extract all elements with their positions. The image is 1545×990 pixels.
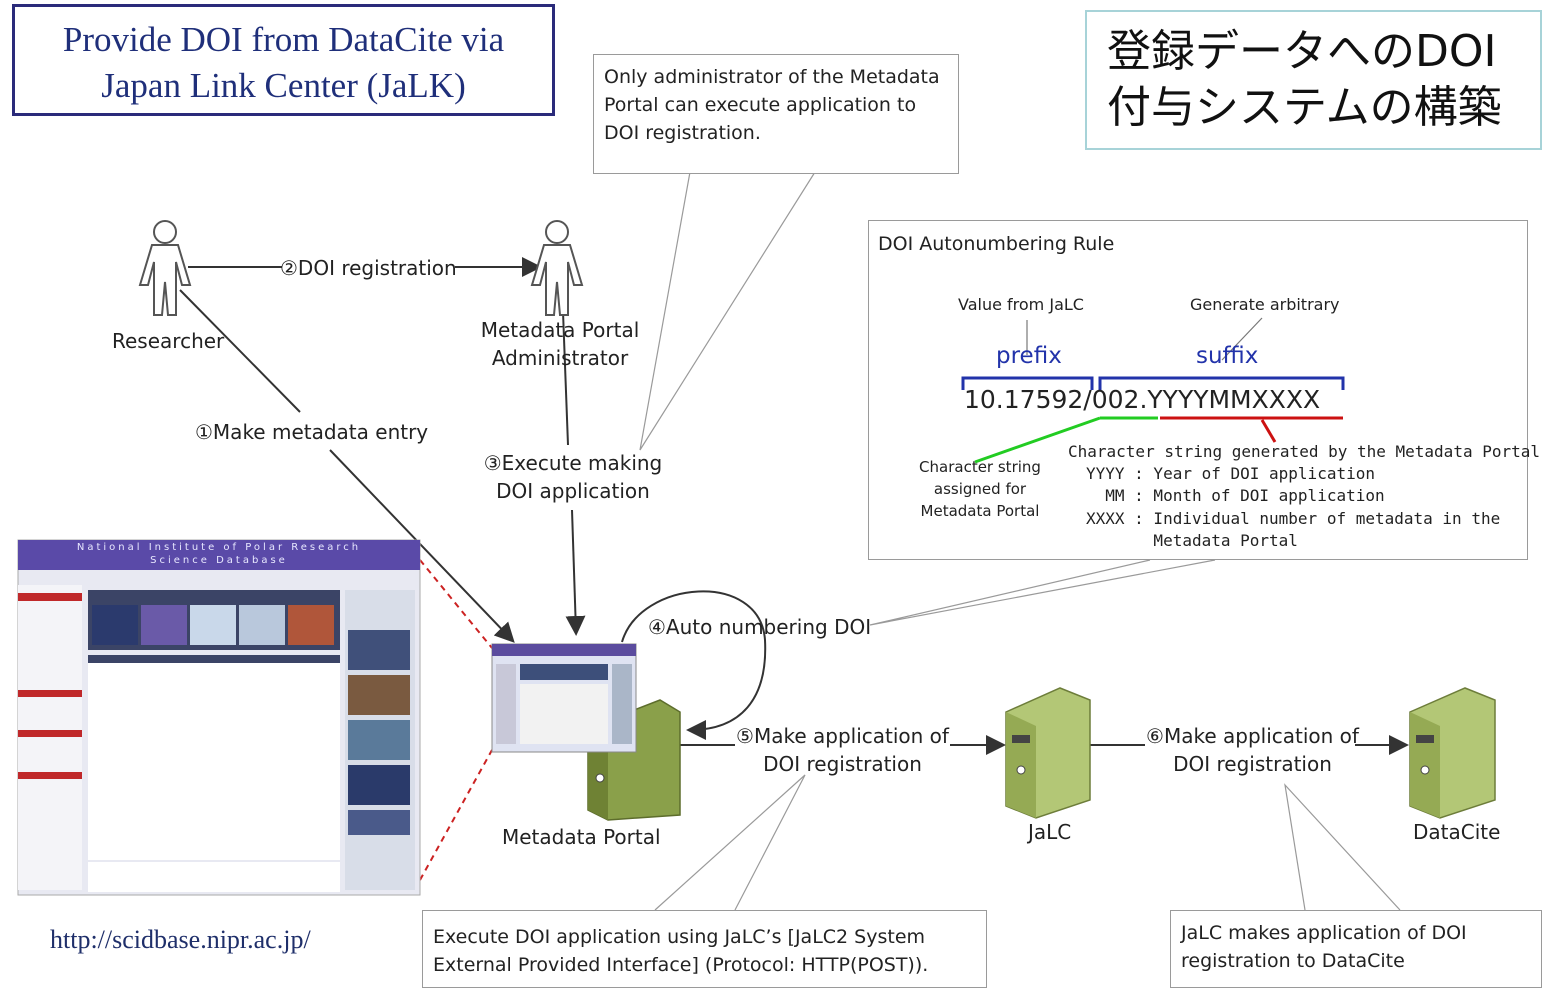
step5-label-line1: ⑤Make application of xyxy=(736,724,949,748)
website-screenshot xyxy=(17,539,421,896)
datacite-server-icon xyxy=(1409,687,1496,819)
japanese-title-line2: 付与システムの構築 xyxy=(1107,82,1502,133)
website-header-line2: Science Database xyxy=(150,555,288,566)
value-from-label: Value from JaLC xyxy=(958,295,1084,314)
suffix-bracket xyxy=(1098,376,1345,390)
step6-label-line2: DOI registration xyxy=(1173,752,1332,776)
zoom-line-bottom xyxy=(419,749,493,881)
portal-url[interactable]: http://scidbase.nipr.ac.jp/ xyxy=(50,925,311,954)
admin-only-line1: Only administrator of the Metadata xyxy=(604,66,940,88)
jalc-callout-pointer xyxy=(1284,783,1401,911)
jalc-datacite-line2: registration to DataCite xyxy=(1181,950,1405,972)
assigned-line3: Metadata Portal xyxy=(920,502,1040,520)
prefix-label: prefix xyxy=(996,343,1062,369)
doi-example: 10.17592/002.YYYYMMXXXX xyxy=(964,386,1320,414)
step3-label-line1: ③Execute making xyxy=(483,451,663,475)
step1-label: ①Make metadata entry xyxy=(195,420,429,444)
assigned-line1: Character string xyxy=(919,458,1041,476)
researcher-label: Researcher xyxy=(112,329,225,353)
mm-definition: MM : Month of DOI application xyxy=(1086,486,1385,505)
jalc-datacite-callout: JaLC makes application of DOI registrati… xyxy=(1170,910,1542,988)
rule-callout-pointer xyxy=(869,559,1216,626)
japanese-title-box: 登録データへのDOI 付与システムの構築 xyxy=(1085,10,1542,150)
administrator-label: Metadata Portal Administrator xyxy=(470,316,650,372)
jalc-server-label: JaLC xyxy=(1028,820,1072,844)
generated-string-title: Character string generated by the Metada… xyxy=(1068,442,1541,461)
step1-arrow xyxy=(329,449,515,643)
suffix-label: suffix xyxy=(1196,343,1259,369)
xxxx-definition: XXXX : Individual number of metadata in … xyxy=(1086,509,1501,528)
english-title-line2: Japan Link Center (JaLK) xyxy=(101,66,466,105)
step4-loop-arrow xyxy=(621,590,767,740)
step2-label: ②DOI registration xyxy=(280,256,457,280)
execute-callout-pointer xyxy=(654,774,806,911)
english-title-box: Provide DOI from DataCite via Japan Link… xyxy=(12,4,555,116)
portal-screen-thumbnail xyxy=(491,643,637,753)
step5-label-line2: DOI registration xyxy=(763,752,922,776)
execute-doi-line1: Execute DOI application using JaLC’s [Ja… xyxy=(433,926,926,948)
english-title-line1: Provide DOI from DataCite via xyxy=(62,20,505,59)
step3-label-line2: DOI application xyxy=(496,479,650,503)
administrator-label-line1: Metadata Portal xyxy=(480,318,640,342)
red-pointer xyxy=(1260,419,1277,443)
step6-label: ⑥Make application of DOI registration xyxy=(1145,722,1360,778)
website-header: National Institute of Polar Research Sci… xyxy=(18,541,420,567)
step4-label: ④Auto numbering DOI xyxy=(648,615,872,639)
generate-label: Generate arbitrary xyxy=(1190,295,1340,314)
step6-label-line1: ⑥Make application of xyxy=(1146,724,1359,748)
xxxx-definition-cont: Metadata Portal xyxy=(1086,531,1298,550)
researcher-figure-icon xyxy=(138,220,192,316)
admin-only-callout: Only administrator of the Metadata Porta… xyxy=(593,54,959,174)
prefix-bracket xyxy=(961,376,1094,390)
admin-callout-pointer xyxy=(639,171,816,451)
jalc-server-icon xyxy=(1005,687,1091,819)
doi-rule-box xyxy=(868,220,1528,560)
step5-label: ⑤Make application of DOI registration xyxy=(735,722,950,778)
assigned-line2: assigned for xyxy=(933,480,1027,498)
administrator-label-line2: Administrator xyxy=(491,346,629,370)
doi-rule-title: DOI Autonumbering Rule xyxy=(878,233,1115,255)
green-pointer xyxy=(974,416,1101,464)
execute-doi-line2: External Provided Interface] (Protocol: … xyxy=(433,954,929,976)
japanese-title-line1: 登録データへのDOI xyxy=(1107,26,1497,77)
assigned-string-label: Character string assigned for Metadata P… xyxy=(905,456,1055,522)
zoom-line-top xyxy=(419,559,493,649)
execute-doi-callout: Execute DOI application using JaLC’s [Ja… xyxy=(422,910,987,988)
doi-prefix-value: 10.17592 xyxy=(964,385,1084,414)
portal-server-label: Metadata Portal xyxy=(502,825,661,849)
yyyy-definition: YYYY : Year of DOI application xyxy=(1086,464,1375,483)
doi-separator: / xyxy=(1083,385,1092,414)
administrator-figure-icon xyxy=(530,220,584,316)
suffix-pointer xyxy=(1221,317,1263,361)
step3-label: ③Execute making DOI application xyxy=(478,449,668,505)
step1-line-a xyxy=(179,289,301,413)
jalc-datacite-line1: JaLC makes application of DOI xyxy=(1181,922,1467,944)
doi-suffix-value: 002.YYYYMMXXXX xyxy=(1091,385,1321,414)
step3-arrow xyxy=(565,509,586,636)
admin-only-line3: DOI registration. xyxy=(604,122,761,144)
website-header-line1: National Institute of Polar Research xyxy=(76,542,362,553)
admin-only-line2: Portal can execute application to xyxy=(604,94,917,116)
datacite-server-label: DataCite xyxy=(1413,820,1501,844)
